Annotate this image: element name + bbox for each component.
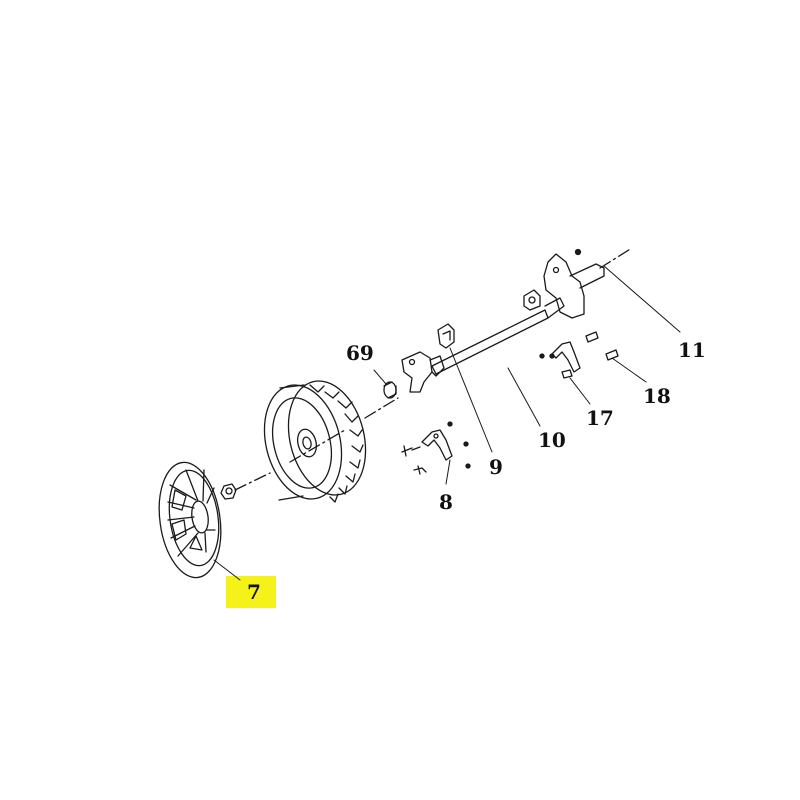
- rear-axle-rod: [431, 297, 565, 375]
- callout-11: 11: [678, 338, 706, 362]
- callout-69: 69: [346, 341, 374, 365]
- callout-8: 8: [439, 490, 453, 514]
- callout-10: 10: [538, 428, 566, 452]
- wheel: [263, 380, 367, 503]
- height-adjust-bracket-right: [539, 331, 619, 379]
- callout-17: 17: [586, 406, 614, 430]
- hub-cap: [158, 461, 222, 579]
- axle-bushing: [383, 381, 397, 399]
- axle-mount-right: [523, 248, 605, 319]
- callout-7-highlighted: 7: [247, 580, 261, 604]
- callout-18: 18: [643, 384, 671, 408]
- highlight-marker: [226, 576, 276, 608]
- callout-9: 9: [489, 455, 503, 479]
- height-adjust-bracket-left: [401, 421, 471, 475]
- hub-nut: [220, 483, 237, 500]
- axle-mount-left: [401, 323, 455, 393]
- axle-centerline: [234, 247, 633, 491]
- leader-lines: [213, 265, 681, 581]
